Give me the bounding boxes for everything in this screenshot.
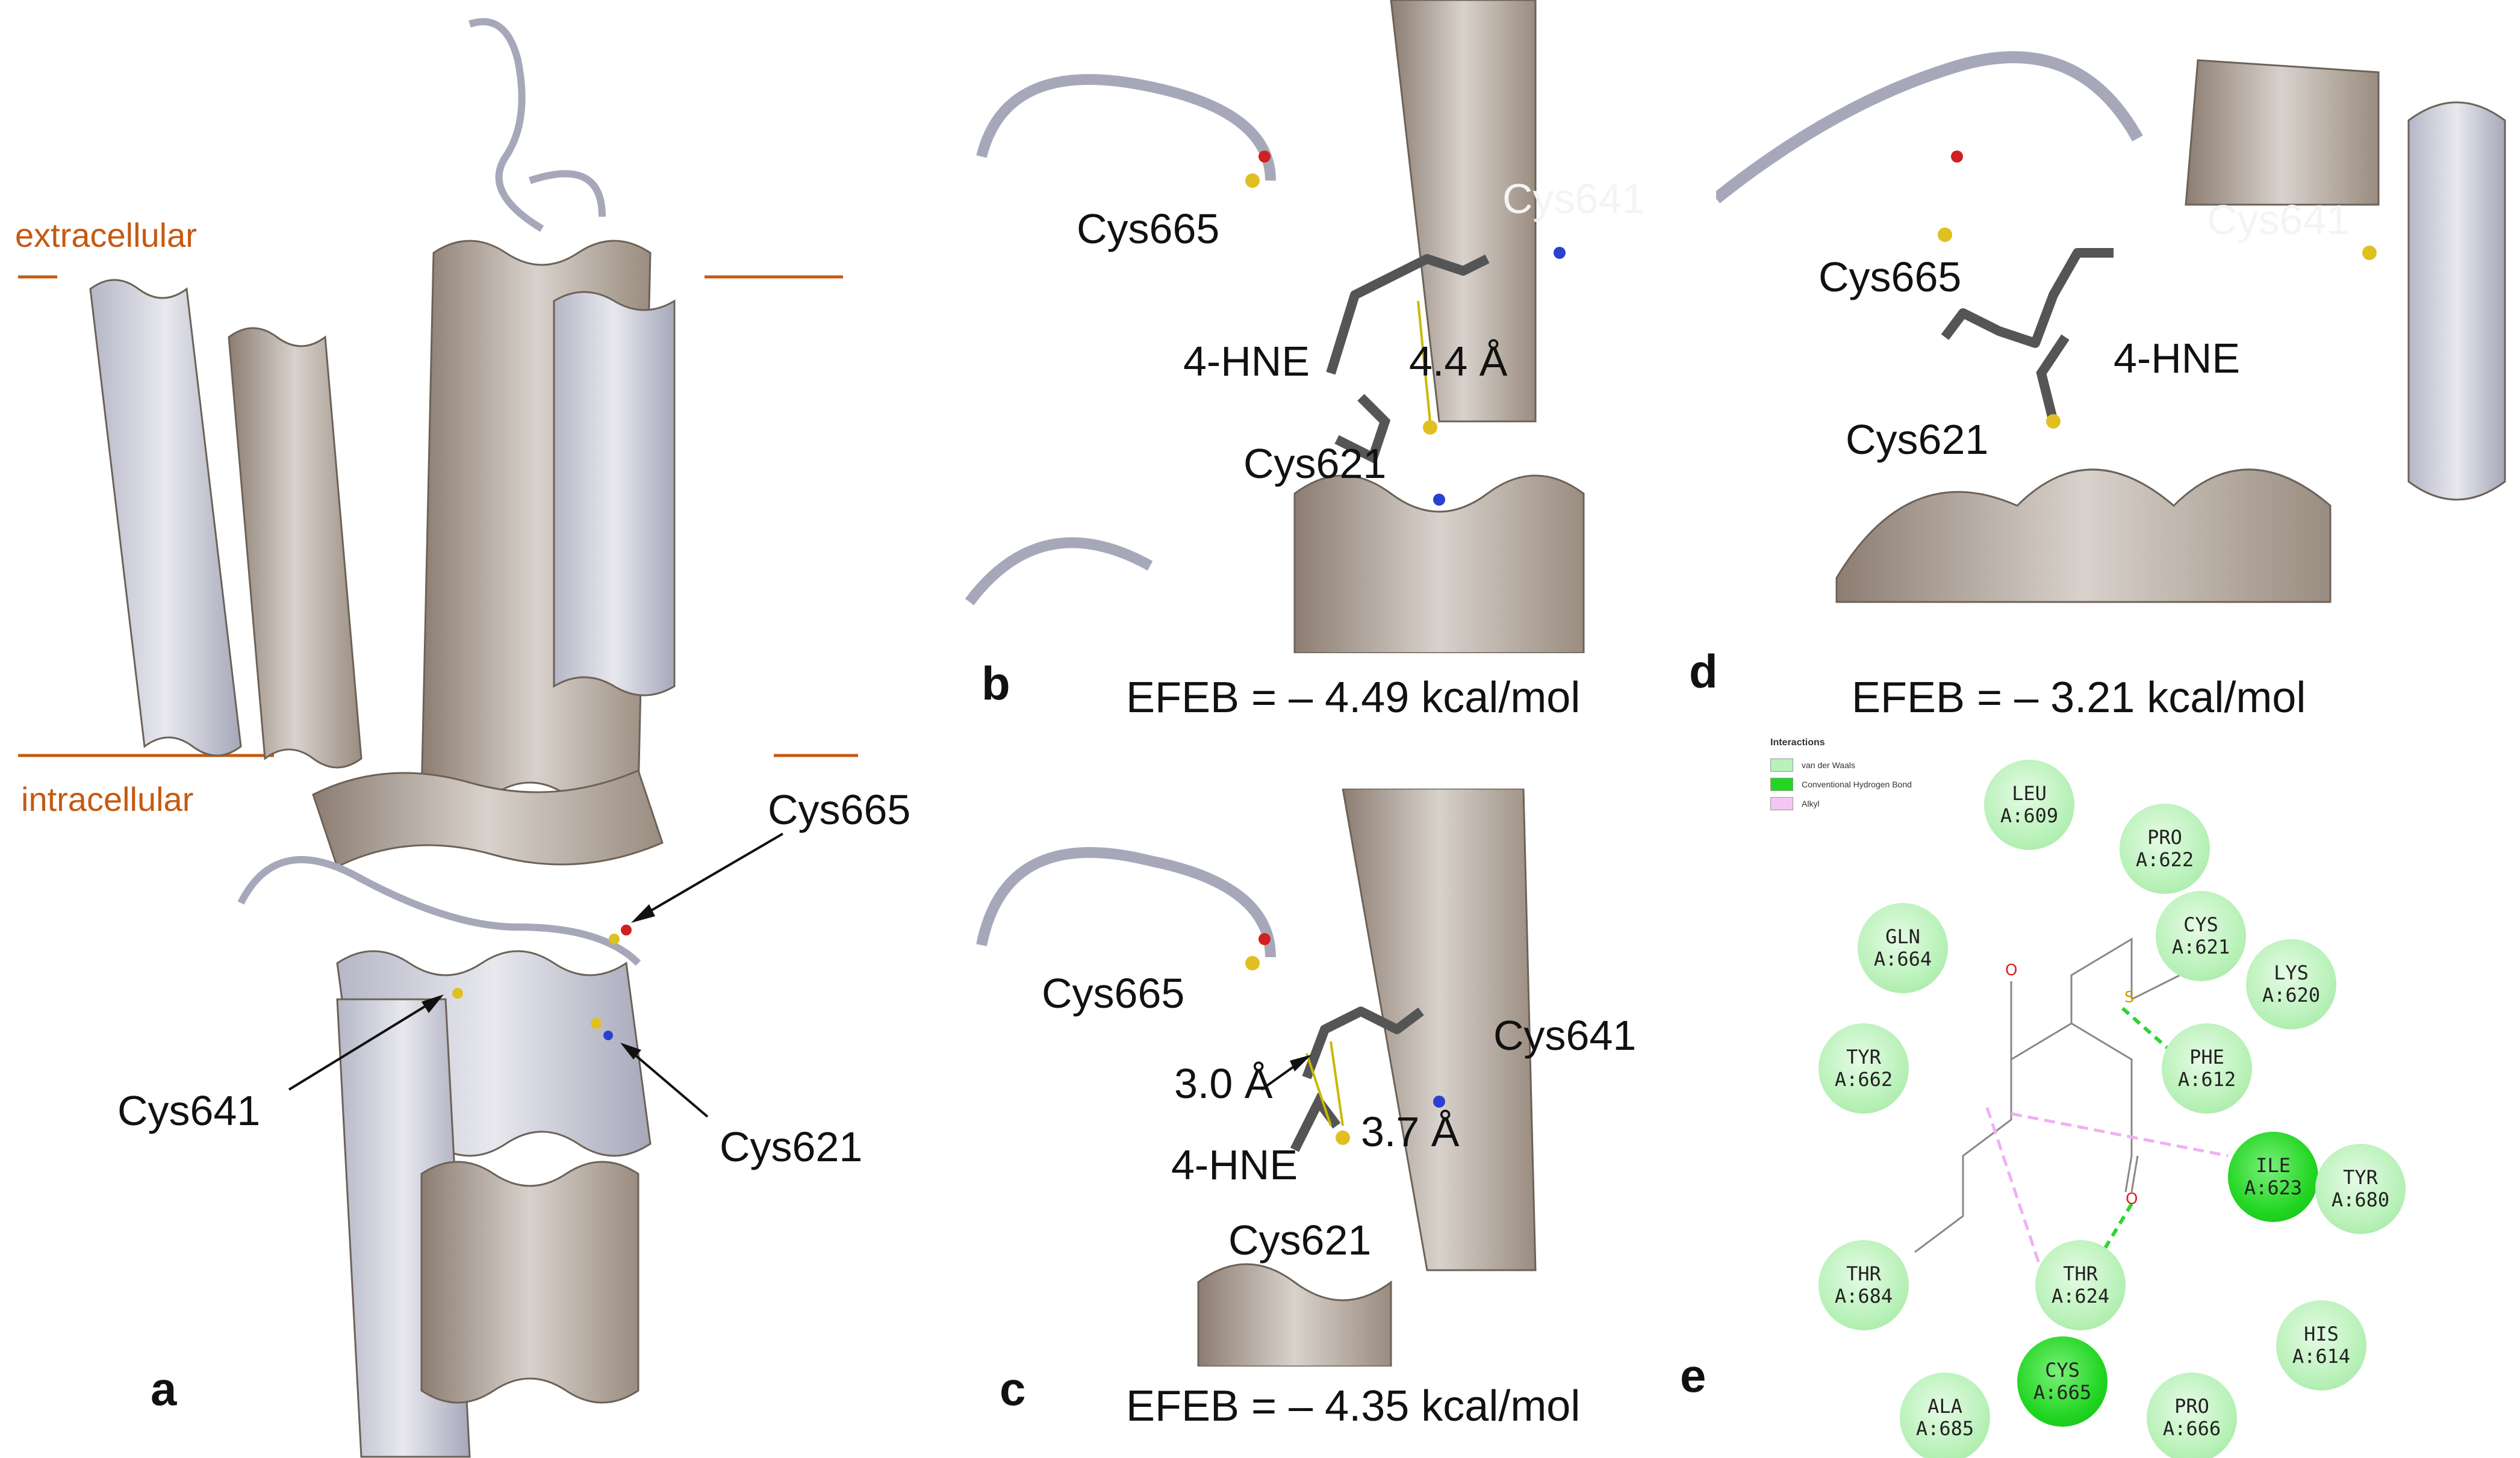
legend-swatch-hbond xyxy=(1770,778,1793,791)
panel-a-cys665-label: Cys665 xyxy=(768,786,911,833)
panel-c-cys621-label: Cys621 xyxy=(1228,1217,1372,1264)
legend-item-hbond: Conventional Hydrogen Bond xyxy=(1770,778,1912,791)
legend-swatch-vdw xyxy=(1770,758,1793,772)
panel-c-distance2-label: 3.7 Å xyxy=(1361,1108,1460,1155)
residue-id: A:620 xyxy=(2262,984,2321,1007)
panel-d-structure: Cys665 Cys641 4-HNE Cys621 xyxy=(1716,0,2520,653)
residue-id: A:664 xyxy=(1873,948,1932,970)
intracellular-label: intracellular xyxy=(21,780,194,818)
residue-id: A:622 xyxy=(2135,848,2194,871)
panel-d-efeb: EFEB = – 3.21 kcal/mol xyxy=(1852,674,2306,722)
panel-d-cys641-label: Cys641 xyxy=(2207,196,2350,243)
panel-c-cys641-label: Cys641 xyxy=(1493,1012,1637,1059)
panel-e-letter: e xyxy=(1680,1349,1706,1402)
legend-title: Interactions xyxy=(1770,737,1825,748)
legend-swatch-alkyl xyxy=(1770,797,1793,810)
panel-c-cys665-label: Cys665 xyxy=(1042,970,1185,1017)
panel-a-letter: a xyxy=(151,1362,177,1415)
residue-id: A:662 xyxy=(1834,1068,1893,1091)
panel-b-ribbon-drawing xyxy=(965,0,1585,653)
residue-name: CYS xyxy=(2183,913,2218,937)
legend-label-alkyl: Alkyl xyxy=(1802,799,1820,808)
atom-s: S xyxy=(2124,988,2135,1007)
panel-c-ribbon-drawing xyxy=(976,789,1537,1366)
panel-d-letter: d xyxy=(1689,645,1718,698)
panel-b-letter: b xyxy=(982,657,1010,710)
residue-id: A:624 xyxy=(2051,1285,2110,1308)
atom-o1: O xyxy=(2005,961,2017,979)
residue-name: GLN xyxy=(1885,925,1920,949)
residue-id: A:665 xyxy=(2033,1381,2092,1404)
panel-d-cys621-label: Cys621 xyxy=(1846,416,1989,463)
panel-b-distance-label: 4.4 Å xyxy=(1409,338,1508,385)
residue-name: LYS xyxy=(2274,961,2309,985)
residue-name: TYR xyxy=(2343,1166,2378,1190)
residue-name: ALA xyxy=(1927,1395,1962,1418)
panel-b-ligand-label: 4-HNE xyxy=(1183,338,1310,385)
residue-id: A:621 xyxy=(2171,935,2230,958)
panel-c-distance1-label: 3.0 Å xyxy=(1174,1060,1273,1107)
residue-name: PRO xyxy=(2147,826,2182,849)
residue-name: PHE xyxy=(2189,1046,2224,1069)
legend-item-vdw: van der Waals xyxy=(1770,758,1855,772)
panel-b-structure: Cys665 Cys641 4-HNE 4.4 Å Cys621 xyxy=(957,0,1668,653)
panel-a-ribbon-drawing xyxy=(18,18,858,1458)
panel-d-ribbon-drawing xyxy=(1716,51,2506,603)
residue-id: A:612 xyxy=(2177,1068,2236,1091)
atom-o2: O xyxy=(2126,1190,2138,1208)
residue-id: A:685 xyxy=(1915,1417,1974,1440)
residue-name: HIS xyxy=(2304,1323,2339,1346)
panel-b-cys641-label: Cys641 xyxy=(1502,175,1646,222)
panel-c-letter: c xyxy=(1000,1362,1026,1415)
panel-c-ligand-label: 4-HNE xyxy=(1171,1141,1298,1188)
residue-id: A:623 xyxy=(2244,1176,2303,1199)
panel-c-efeb: EFEB = – 4.35 kcal/mol xyxy=(1126,1382,1581,1430)
residue-id: A:609 xyxy=(2000,804,2059,827)
residue-name: LEU xyxy=(2012,782,2047,805)
residue-id: A:614 xyxy=(2292,1345,2351,1368)
panel-e-interaction-diagram: Interactions van der Waals Conventional … xyxy=(1746,722,2520,1458)
residue-id: A:684 xyxy=(1834,1285,1893,1308)
extracellular-label: extracellular xyxy=(15,216,197,254)
panel-a-cys641-label: Cys641 xyxy=(117,1087,261,1134)
residue-name: THR xyxy=(2063,1262,2098,1286)
residue-id: A:666 xyxy=(2162,1417,2221,1440)
residue-name: THR xyxy=(1846,1262,1881,1286)
residue-name: PRO xyxy=(2174,1395,2209,1418)
panel-a-cys621-label: Cys621 xyxy=(720,1123,863,1170)
legend-label-vdw: van der Waals xyxy=(1802,760,1855,770)
panel-b-efeb: EFEB = – 4.49 kcal/mol xyxy=(1126,674,1581,722)
panel-d-ligand-label: 4-HNE xyxy=(2114,335,2241,382)
panel-b-cys621-label: Cys621 xyxy=(1243,440,1387,487)
residue-name: ILE xyxy=(2256,1154,2291,1177)
panel-d-cys665-label: Cys665 xyxy=(1818,253,1962,300)
panel-b-cys665-label: Cys665 xyxy=(1077,205,1220,252)
residue-id: A:680 xyxy=(2331,1188,2390,1211)
panel-a-structure: extracellular intracellular Cys665 Cys64… xyxy=(0,0,951,1458)
residue-name: CYS xyxy=(2045,1359,2080,1382)
legend-item-alkyl: Alkyl xyxy=(1770,797,1820,810)
legend-label-hbond: Conventional Hydrogen Bond xyxy=(1802,780,1912,789)
residue-name: TYR xyxy=(1846,1046,1881,1069)
panel-c-structure: Cys665 Cys641 3.0 Å 3.7 Å 4-HNE Cys621 xyxy=(957,789,1668,1366)
